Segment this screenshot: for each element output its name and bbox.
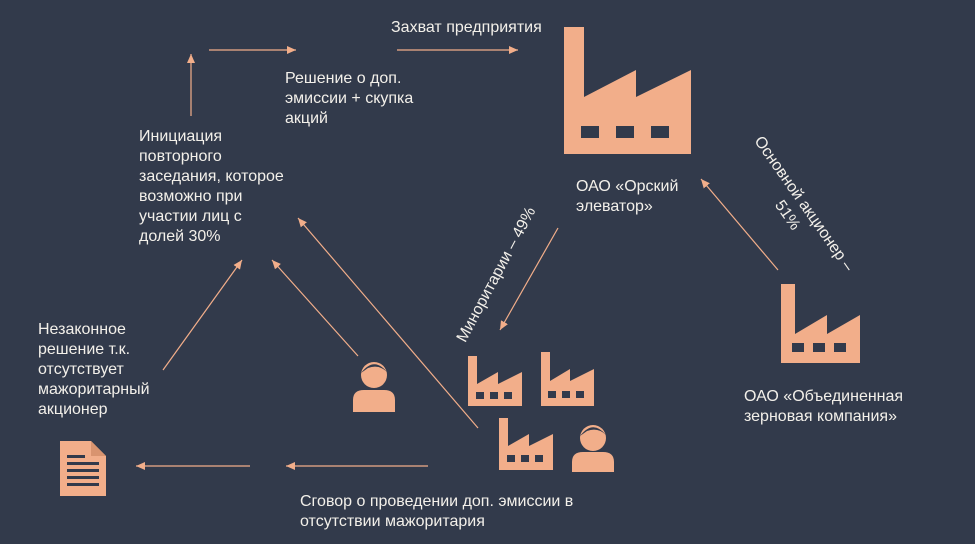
person-icon-left [353,362,395,412]
arrow-minority-to-initiation [297,217,479,429]
illegal-decision-label: Незаконное решение т.к. отсутствует мажо… [38,321,150,418]
arrow-person-to-initiation [271,259,359,357]
person-icon-right [572,425,614,472]
factory-icon-medium [781,284,860,363]
factory-icon-small-left [468,356,522,406]
orsk-company-label: ОАО «Орский элеватор» [576,178,679,215]
arrow-illegal-to-initiation [162,259,243,371]
arrow-orsk-to-minority [499,227,559,331]
initiation-label: Инициация повторного заседания, которое … [139,128,284,245]
decision-label: Решение о доп. эмиссии + скупка акций [285,70,414,127]
factory-icon-small-right [541,352,594,406]
document-icon [60,441,106,496]
factory-icon-small-bottom [499,418,553,470]
arrow-major-to-orsk [700,178,779,271]
takeover-label: Захват предприятия [391,19,542,36]
conspiracy-label: Сговор о проведении доп. эмиссии в отсут… [300,493,574,530]
factory-icon-large [564,27,691,154]
ozk-company-label: ОАО «Объединенная зерновая компания» [744,388,904,425]
